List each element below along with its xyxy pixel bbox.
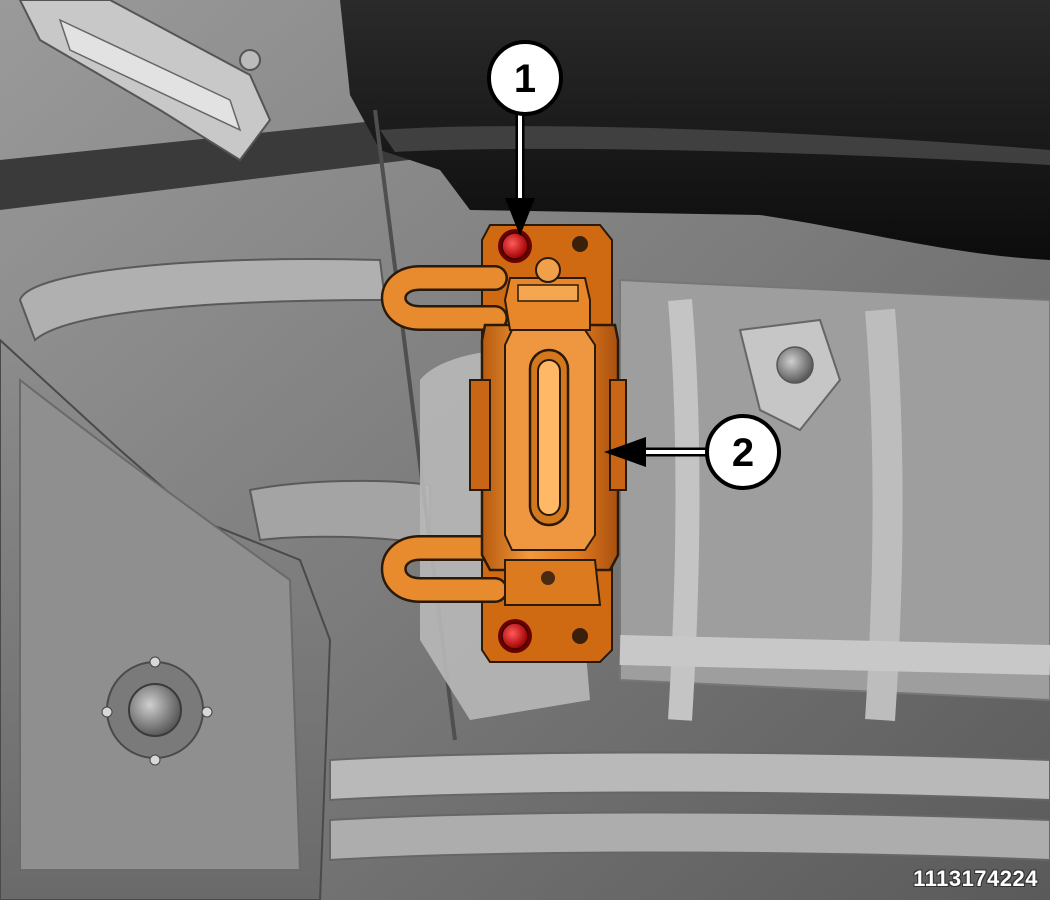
anchor-bolt-head <box>128 683 182 737</box>
bracket-bolt-bottom <box>501 622 529 650</box>
bracket-slot <box>537 359 561 516</box>
bracket-hole-bottom-right <box>572 628 588 644</box>
left-pillar-face <box>19 377 302 871</box>
callout-1-circle <box>487 40 563 116</box>
seat-trim <box>380 126 1050 165</box>
upper-stud <box>239 49 261 71</box>
bracket-hole-top-right <box>572 236 588 252</box>
callout-1-number: 1 <box>514 57 536 101</box>
figure-id-label: 1113174224 <box>913 866 1038 891</box>
bracket-side-tab-right <box>609 379 627 491</box>
seat-bracket <box>380 224 627 663</box>
floor-plug-knob <box>776 346 814 384</box>
upper-rail <box>0 110 490 210</box>
bracket-bottom-hole <box>541 571 555 585</box>
lower-loop <box>383 537 506 601</box>
callout-2-circle <box>705 414 781 490</box>
anchor-stud-bottom <box>149 754 161 766</box>
anchor-stud-left <box>101 706 113 718</box>
anchor-stud-right <box>201 706 213 718</box>
callout-1: 1 <box>487 40 563 236</box>
bracket-top-nub <box>535 257 561 283</box>
callout-1-arrowhead <box>505 198 535 236</box>
callout-2: 2 <box>604 414 781 490</box>
floor-right <box>619 278 1050 702</box>
lower-rib-1 <box>329 751 1050 802</box>
upper-loop <box>383 267 506 329</box>
callout-2-arrowhead <box>604 437 646 467</box>
anchor-stud-top <box>149 656 161 668</box>
bracket-top-bar <box>517 284 579 302</box>
upper-bracket-face <box>58 18 242 132</box>
lower-rib-2 <box>329 811 1050 862</box>
floor-crossmember <box>619 635 1050 675</box>
bracket-side-tab-left <box>469 379 491 491</box>
callout-2-number: 2 <box>732 431 754 475</box>
bracket-bolt <box>501 232 529 260</box>
panel-cutout-lower <box>248 479 431 547</box>
